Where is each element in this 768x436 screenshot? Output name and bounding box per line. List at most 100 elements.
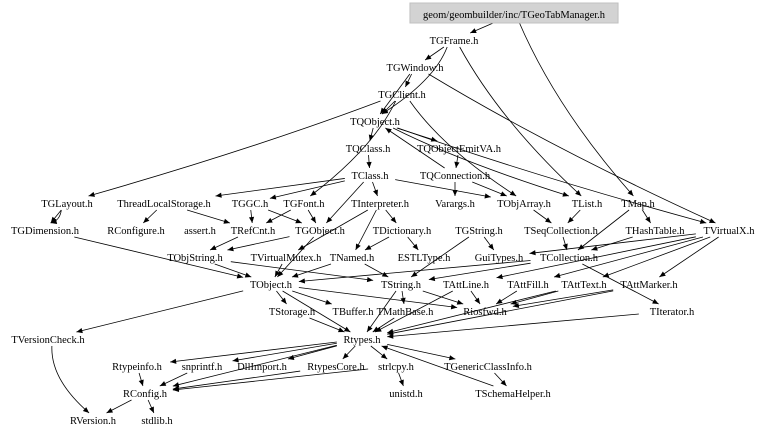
graph-node[interactable]: GuiTypes.h bbox=[475, 253, 524, 264]
dependency-edge bbox=[428, 262, 531, 280]
graph-node[interactable]: TSeqCollection.h bbox=[524, 226, 599, 237]
arrowhead-icon bbox=[373, 189, 378, 196]
arrowhead-icon bbox=[138, 379, 144, 386]
node-label: strlcpy.h bbox=[378, 362, 415, 373]
graph-node[interactable]: TList.h bbox=[572, 199, 603, 210]
graph-node[interactable]: TQObjectEmitVA.h bbox=[417, 144, 502, 155]
dependency-edge bbox=[392, 127, 570, 197]
graph-node[interactable]: TObjString.h bbox=[167, 253, 223, 264]
graph-node[interactable]: TGFont.h bbox=[283, 199, 325, 210]
dependency-edge bbox=[602, 236, 711, 278]
graph-node[interactable]: TInterpreter.h bbox=[351, 199, 410, 210]
arrowhead-icon bbox=[425, 54, 432, 60]
dependency-edge bbox=[292, 290, 332, 305]
arrowhead-icon bbox=[500, 191, 507, 197]
graph-node[interactable]: RConfig.h bbox=[123, 389, 168, 400]
graph-node[interactable]: TDictionary.h bbox=[373, 226, 432, 237]
graph-node[interactable]: TNamed.h bbox=[330, 253, 375, 264]
graph-node[interactable]: Rtypes.h bbox=[343, 335, 381, 346]
dependency-edge bbox=[51, 345, 90, 414]
graph-node[interactable]: TBuffer.h bbox=[333, 307, 375, 318]
node-label: TCollection.h bbox=[540, 253, 599, 264]
graph-node[interactable]: RVersion.h bbox=[70, 416, 117, 427]
arrowhead-icon bbox=[292, 272, 299, 278]
dependency-edge bbox=[88, 100, 381, 197]
graph-node[interactable]: ESTLType.h bbox=[398, 253, 452, 264]
graph-node[interactable]: RConfigure.h bbox=[107, 226, 165, 237]
graph-node[interactable]: Riosfwd.h bbox=[463, 307, 507, 318]
graph-node[interactable]: TGFrame.h bbox=[430, 36, 479, 47]
dependency-edge bbox=[230, 261, 374, 281]
graph-node[interactable]: TGClient.h bbox=[378, 90, 426, 101]
graph-node[interactable]: TStorage.h bbox=[269, 307, 316, 318]
graph-node[interactable]: TAttText.h bbox=[561, 280, 607, 291]
graph-node[interactable]: TClass.h bbox=[351, 171, 389, 182]
arrowhead-icon bbox=[652, 298, 659, 304]
graph-node[interactable]: TGGC.h bbox=[232, 199, 269, 210]
graph-node[interactable]: TGObject.h bbox=[295, 226, 346, 237]
dependency-edge bbox=[232, 342, 337, 362]
graph-node[interactable]: stdlib.h bbox=[141, 416, 173, 427]
arrowhead-icon bbox=[227, 246, 234, 252]
arrowhead-icon bbox=[170, 358, 177, 364]
graph-node[interactable]: TQConnection.h bbox=[420, 171, 491, 182]
graph-node[interactable]: DllImport.h bbox=[237, 362, 288, 373]
graph-node[interactable]: TCollection.h bbox=[540, 253, 599, 264]
graph-node[interactable]: TMap.h bbox=[621, 199, 655, 210]
graph-node[interactable]: TGWindow.h bbox=[387, 63, 445, 74]
graph-node[interactable]: Rtypeinfo.h bbox=[112, 362, 163, 373]
graph-node[interactable]: TAttLine.h bbox=[443, 280, 490, 291]
graph-node[interactable]: unistd.h bbox=[389, 389, 423, 400]
arrowhead-icon bbox=[567, 216, 574, 223]
root-node-box bbox=[409, 2, 619, 24]
node-label: TDictionary.h bbox=[373, 226, 432, 237]
graph-node[interactable]: TObjArray.h bbox=[497, 199, 551, 210]
node-label: geom/geombuilder/inc/TGeoTabManager.h bbox=[423, 10, 606, 21]
root-node[interactable]: geom/geombuilder/inc/TGeoTabManager.h bbox=[409, 2, 619, 24]
node-label: TQConnection.h bbox=[420, 171, 491, 182]
graph-node[interactable]: TQObject.h bbox=[350, 117, 401, 128]
node-label: TVirtualMutex.h bbox=[251, 253, 323, 264]
node-label: TSeqCollection.h bbox=[524, 226, 599, 237]
graph-node[interactable]: THashTable.h bbox=[625, 226, 685, 237]
graph-node[interactable]: TIterator.h bbox=[650, 307, 695, 318]
node-label: stdlib.h bbox=[141, 416, 173, 427]
dependency-edge bbox=[387, 313, 639, 338]
graph-node[interactable]: RtypesCore.h bbox=[307, 362, 365, 373]
graph-node[interactable]: TVirtualMutex.h bbox=[251, 253, 323, 264]
dependency-edge bbox=[387, 290, 556, 334]
arrowhead-icon bbox=[385, 128, 392, 134]
graph-node[interactable]: snprintf.h bbox=[182, 362, 223, 373]
dependency-edge bbox=[186, 209, 231, 224]
graph-node[interactable]: TVirtualX.h bbox=[704, 226, 756, 237]
graph-node[interactable]: TGDimension.h bbox=[11, 226, 80, 237]
graph-node[interactable]: TRefCnt.h bbox=[231, 226, 276, 237]
graph-node[interactable]: TGenericClassInfo.h bbox=[444, 362, 533, 373]
node-label: assert.h bbox=[184, 226, 217, 237]
graph-node[interactable]: TGLayout.h bbox=[41, 199, 93, 210]
arrowhead-icon bbox=[529, 250, 536, 256]
graph-node[interactable]: TAttMarker.h bbox=[620, 280, 678, 291]
arrowhead-icon bbox=[232, 357, 239, 363]
graph-node[interactable]: TMathBase.h bbox=[377, 307, 435, 318]
node-label: TSchemaHelper.h bbox=[475, 389, 551, 400]
graph-node[interactable]: TSchemaHelper.h bbox=[475, 389, 551, 400]
dependency-edge bbox=[518, 20, 634, 197]
graph-node[interactable]: TObject.h bbox=[250, 280, 293, 291]
dependency-edge bbox=[395, 179, 491, 198]
node-label: TGString.h bbox=[455, 226, 503, 237]
graph-node[interactable]: assert.h bbox=[184, 226, 217, 237]
graph-node[interactable]: TString.h bbox=[381, 280, 422, 291]
arrowhead-icon bbox=[602, 272, 610, 278]
graph-node[interactable]: TAttFill.h bbox=[507, 280, 549, 291]
graph-node[interactable]: strlcpy.h bbox=[378, 362, 415, 373]
arrowhead-icon bbox=[82, 407, 90, 413]
graph-node[interactable]: ThreadLocalStorage.h bbox=[117, 199, 211, 210]
graph-node[interactable]: TGString.h bbox=[455, 226, 503, 237]
graph-node[interactable]: TVersionCheck.h bbox=[11, 335, 85, 346]
graph-node[interactable]: Varargs.h bbox=[435, 199, 476, 210]
node-label: TObjArray.h bbox=[497, 199, 551, 210]
graph-node[interactable]: TQClass.h bbox=[346, 144, 391, 155]
arrowhead-icon bbox=[366, 325, 373, 332]
arrowhead-icon bbox=[343, 326, 351, 332]
